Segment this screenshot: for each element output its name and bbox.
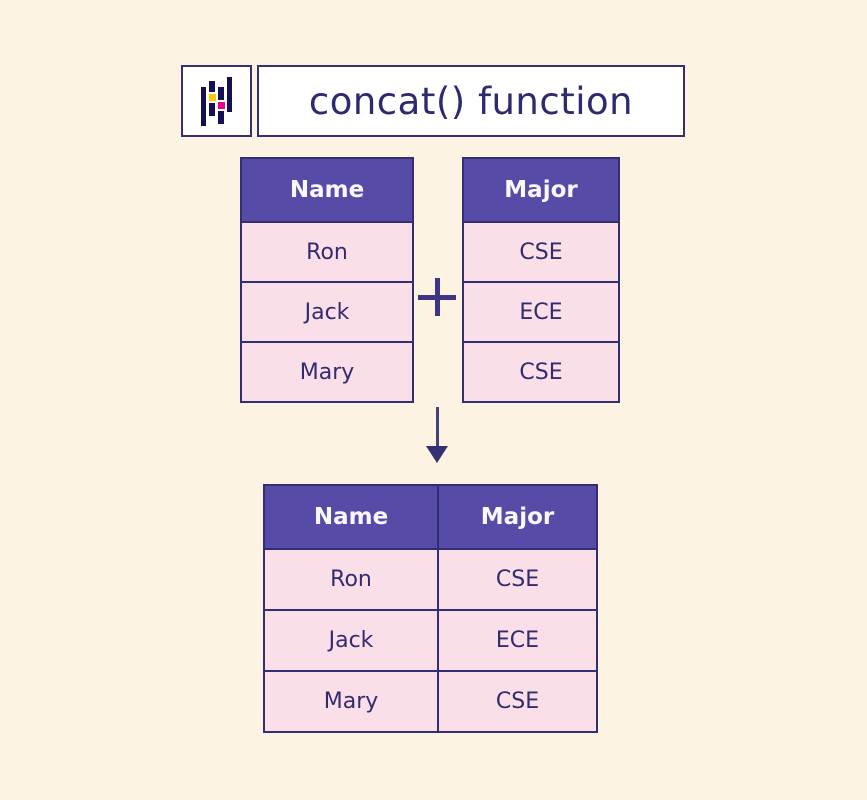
name-table-cell: Ron (242, 221, 412, 281)
pandas-logo-bar (218, 87, 224, 100)
major-table-cell: CSE (464, 341, 618, 401)
pandas-logo-magenta-dot (218, 102, 225, 109)
name-table-cell: Jack (242, 281, 412, 341)
name-table-cell: Mary (242, 341, 412, 401)
result-table-header: Major (437, 486, 596, 548)
major-table-cell: CSE (464, 221, 618, 281)
pandas-logo-bar (201, 87, 206, 126)
page-title: concat() function (308, 79, 634, 123)
result-table: Name Major Ron CSE Jack ECE Mary CSE (263, 484, 598, 733)
result-table-cell: Jack (265, 609, 437, 670)
result-table-header: Name (265, 486, 437, 548)
pandas-logo-bar (227, 77, 232, 112)
arrow-head (426, 446, 448, 463)
arrow-shaft (435, 407, 439, 449)
pandas-logo-yellow-dot (209, 94, 216, 101)
result-table-cell: Ron (265, 548, 437, 609)
major-table-header: Major (464, 159, 618, 221)
pandas-logo-bar (209, 103, 215, 116)
result-table-cell: Mary (265, 670, 437, 731)
plus-icon (418, 278, 456, 316)
title-box: concat() function (257, 65, 685, 137)
pandas-logo-box (181, 65, 252, 137)
pandas-logo-icon (201, 76, 232, 126)
pandas-logo-bar (209, 81, 215, 92)
result-table-cell: ECE (437, 609, 596, 670)
down-arrow-icon (426, 407, 448, 463)
name-table: Name Ron Jack Mary (240, 157, 414, 403)
major-table: Major CSE ECE CSE (462, 157, 620, 403)
result-table-cell: CSE (437, 548, 596, 609)
result-table-cell: CSE (437, 670, 596, 731)
major-table-cell: ECE (464, 281, 618, 341)
name-table-header: Name (242, 159, 412, 221)
pandas-logo-bar (218, 111, 224, 124)
